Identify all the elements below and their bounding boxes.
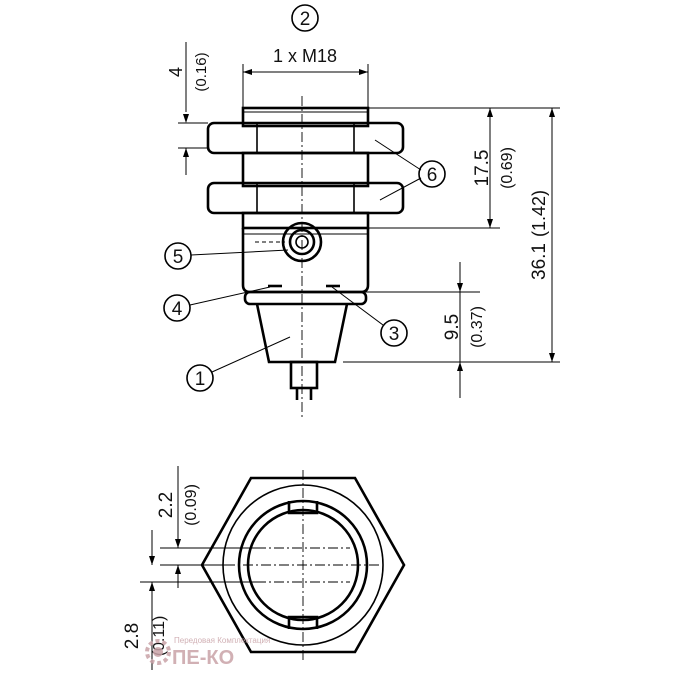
thread-label: 1 x M18 (273, 46, 337, 66)
bottom-gap-mm: 2.8 (122, 623, 143, 649)
housing-ring (243, 290, 368, 306)
watermark: ПЕ-КО Передовая Комплектация (145, 636, 270, 669)
callout-4: 4 (163, 286, 271, 322)
lower-height-dimension: 9.5 (0.37) (340, 262, 486, 398)
callout-2-label: 2 (300, 9, 311, 30)
callout-5-label: 5 (173, 247, 184, 268)
lower-height-in: (0.37) (469, 306, 486, 348)
watermark-brand: ПЕ-КО (172, 647, 234, 669)
end-gap-mm: 2.2 (156, 492, 177, 518)
callout-1-label: 1 (195, 369, 206, 390)
nut-height-dimension: 4 (0.16) (166, 42, 210, 175)
upper-height-mm: 17.5 (472, 150, 493, 187)
total-length-dimension: 36.1 (1.42) (343, 107, 560, 363)
thread-top (241, 106, 370, 128)
thread-dimension: 1 x M18 (242, 46, 369, 108)
bottom-gap-dimension: 2.8 (0.11) (122, 530, 256, 670)
connector-pin (289, 360, 319, 390)
end-gap-dimension: 2.2 (0.09) (156, 466, 256, 588)
side-view (206, 96, 405, 420)
callout-4-label: 4 (172, 299, 183, 320)
callout-1: 1 (186, 336, 291, 392)
nut-lower (206, 181, 405, 215)
thread-lower (241, 211, 370, 230)
upper-height-dimension: 17.5 (0.69) (350, 107, 516, 229)
svg-text:36.1(1.42): 36.1 (1.42) (529, 190, 550, 280)
total-length-mm: 36.1 (529, 243, 550, 280)
bottom-gap-in: (0.11) (151, 616, 168, 657)
nut-height-mm: 4 (166, 67, 186, 77)
watermark-gear-icon (145, 639, 171, 665)
thread-middle (241, 151, 370, 188)
nut-upper (206, 121, 405, 155)
upper-height-in: (0.69) (499, 147, 516, 189)
callout-6-label: 6 (427, 165, 438, 186)
end-gap-in: (0.09) (183, 484, 200, 526)
total-length-in: (1.42) (529, 190, 549, 237)
nut-height-in: (0.16) (193, 52, 210, 91)
lower-height-mm: 9.5 (442, 314, 463, 340)
callout-6: 6 (374, 139, 446, 201)
front-view (200, 470, 406, 660)
callout-3-label: 3 (389, 324, 400, 345)
callout-5: 5 (164, 242, 289, 270)
callout-2: 2 (291, 4, 319, 32)
watermark-tagline: Передовая Комплектация (174, 636, 270, 645)
callout-3: 3 (331, 286, 408, 347)
